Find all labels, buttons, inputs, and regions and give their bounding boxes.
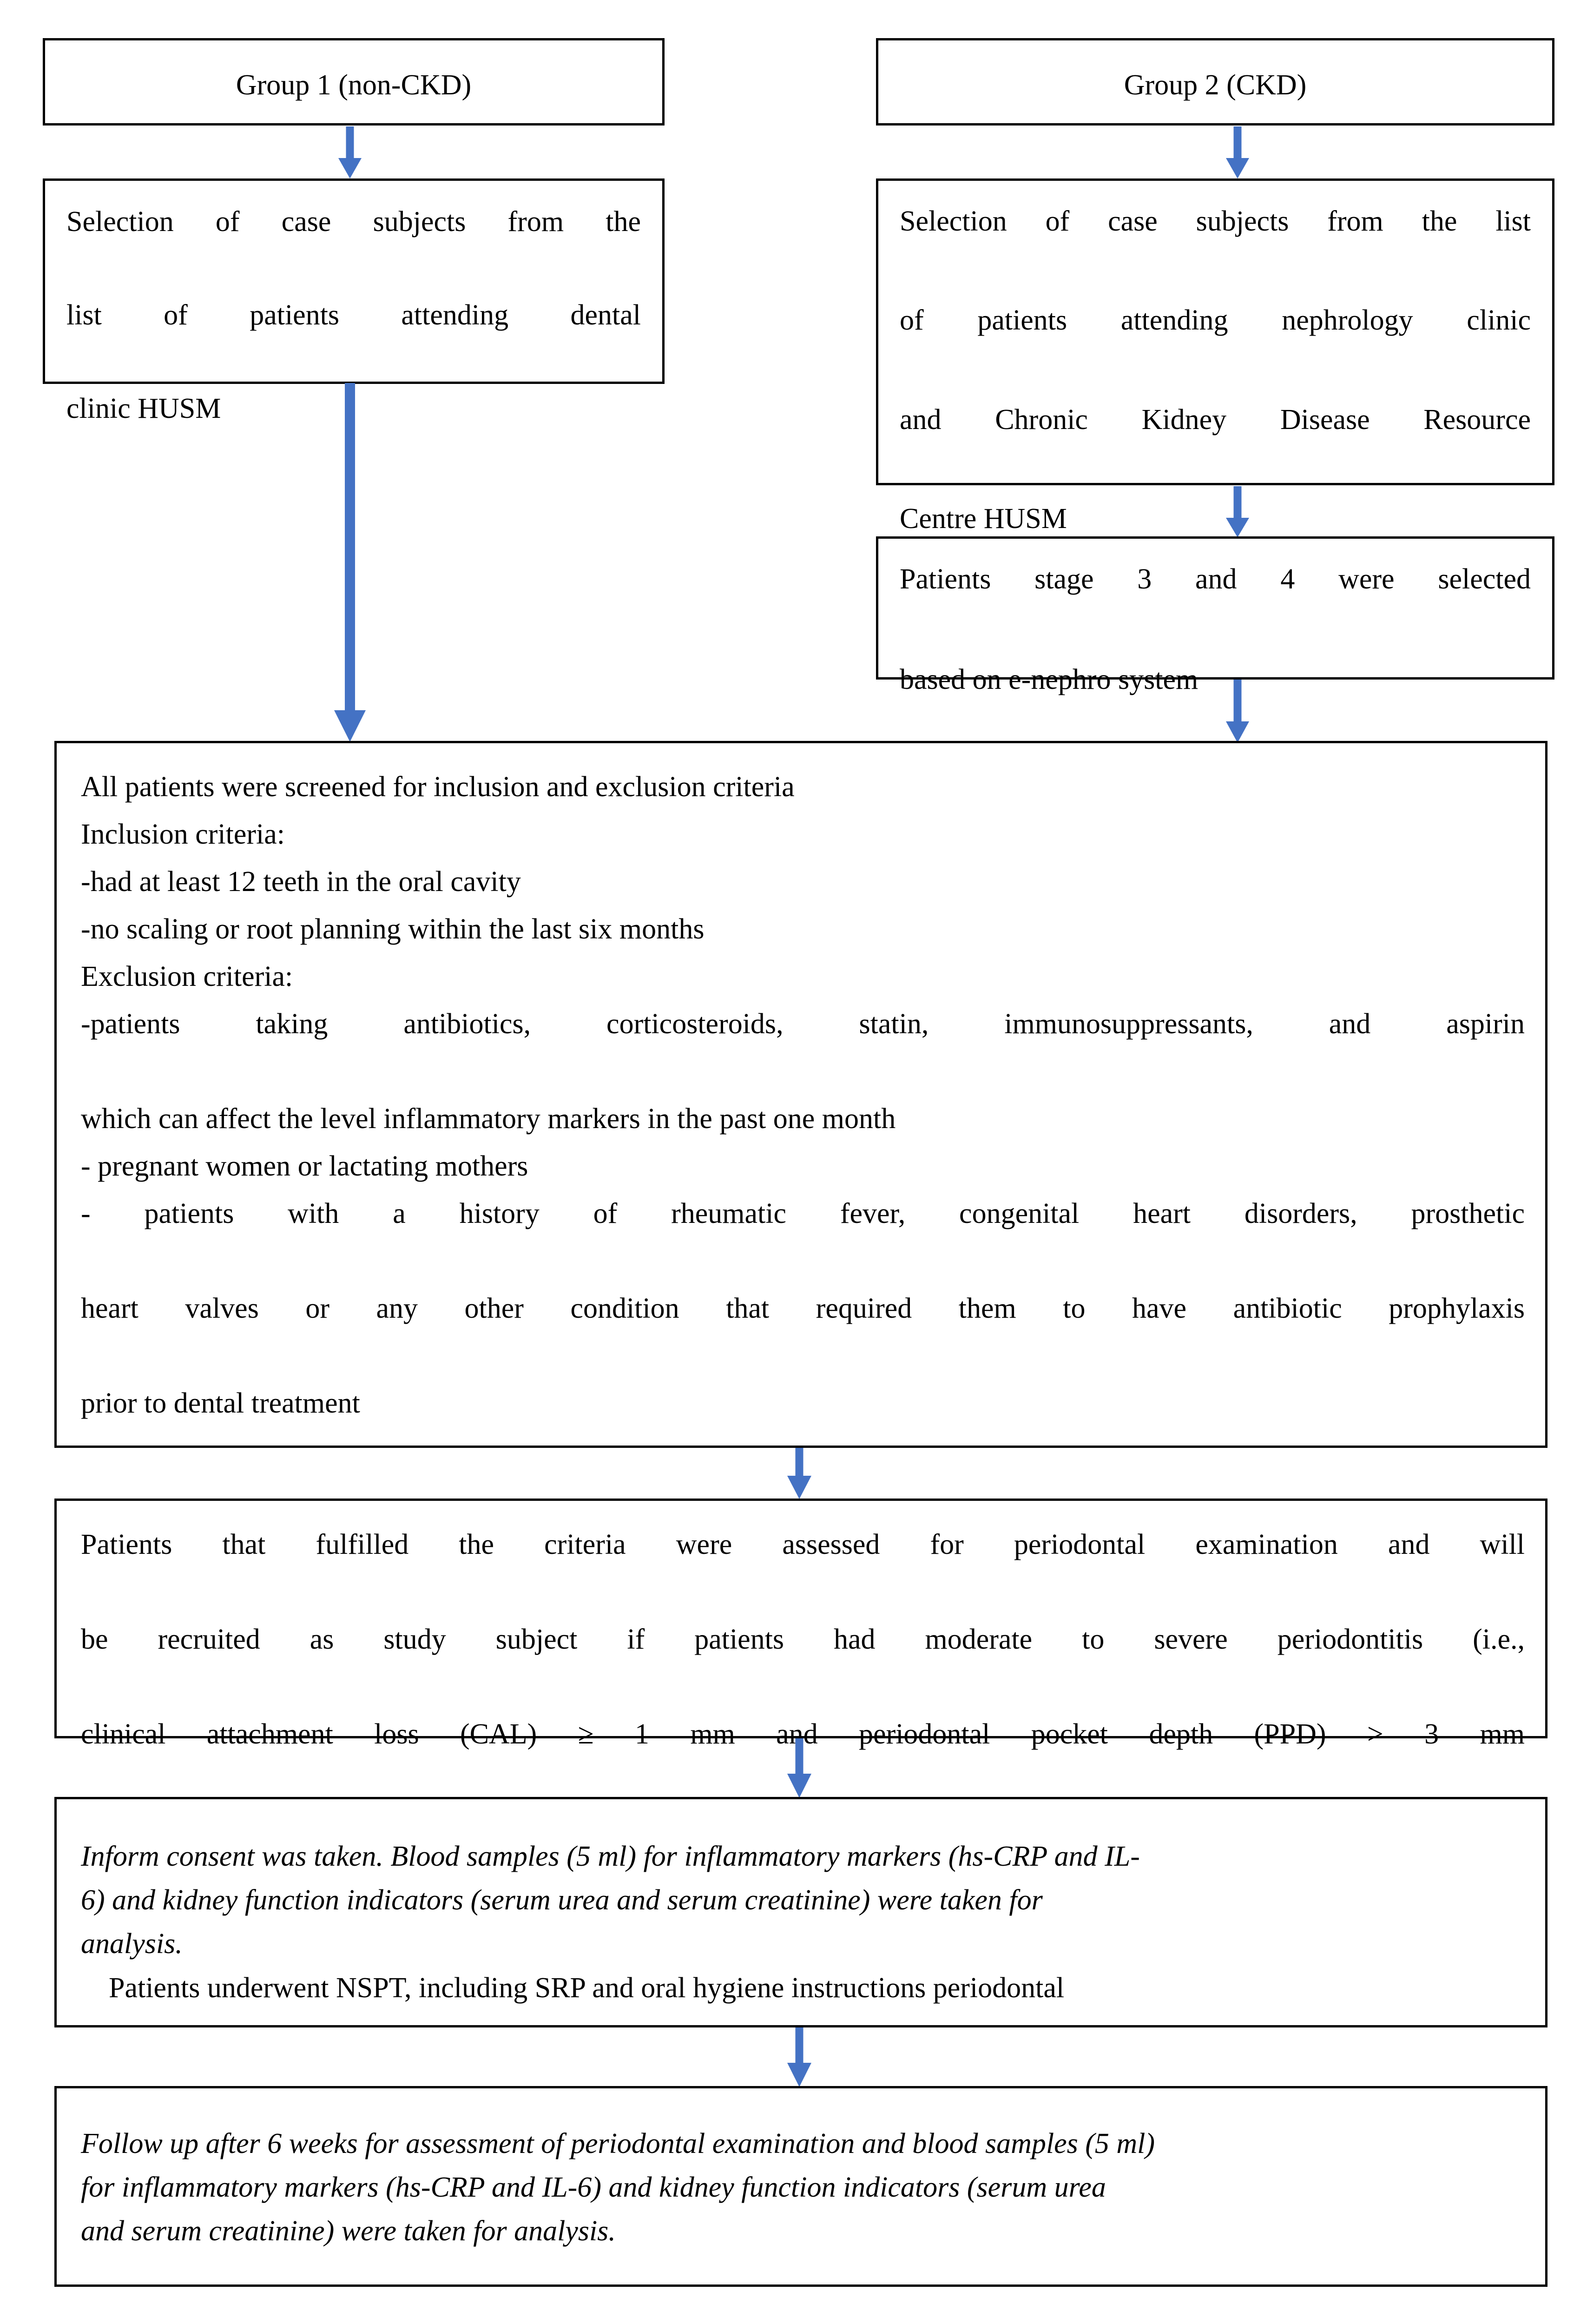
group2-selection-line-3: and Chronic Kidney Disease Resource <box>900 403 1531 436</box>
down-arrow-icon <box>1226 518 1249 537</box>
group1-selection-line-1: Selection of case subjects from the <box>66 206 641 238</box>
down-arrow-icon <box>787 1774 811 1798</box>
down-arrow-icon <box>334 710 366 742</box>
node-group1-selection: Selection of case subjects from the list… <box>43 178 665 424</box>
node-screening-criteria: All patients were screened for inclusion… <box>54 741 1547 1448</box>
node-recruitment: Patients that fulfilled the criteria wer… <box>54 1499 1547 1845</box>
arrow-shaft <box>1233 486 1242 520</box>
node-stage-selection: Patients stage 3 and 4 were selected bas… <box>876 536 1554 695</box>
arrow-shaft <box>795 1738 803 1774</box>
node-group2-selection: Selection of case subjects from the list… <box>876 178 1554 535</box>
screening-line-3: -had at least 12 teeth in the oral cavit… <box>81 865 521 898</box>
group1-selection-line-3: clinic HUSM <box>66 392 221 424</box>
screening-line-8b: heart valves or any other condition that… <box>81 1292 1525 1324</box>
followup-italic-line-3: and serum creatinine) were taken for ana… <box>81 2215 616 2247</box>
followup-italic-line-2: for inflammatory markers (hs-CRP and IL-… <box>81 2172 1106 2204</box>
down-arrow-icon <box>1226 721 1249 743</box>
baseline-italic-line-2: 6) and kidney function indicators (serum… <box>81 1884 1043 1916</box>
screening-line-2: Inclusion criteria: <box>81 818 285 850</box>
followup-italic-line-1: Follow up after 6 weeks for assessment o… <box>81 2128 1155 2159</box>
stage-selection-line-1: Patients stage 3 and 4 were selected <box>900 563 1531 595</box>
node-group2-header: Group 2 (CKD) <box>876 38 1554 125</box>
down-arrow-icon <box>338 158 362 178</box>
arrow-shaft <box>345 383 355 711</box>
screening-line-5: Exclusion criteria: <box>81 960 293 992</box>
arrow-shaft <box>795 1448 803 1477</box>
group2-selection-line-4: Centre HUSM <box>900 502 1067 535</box>
baseline-italic-line-1: Inform consent was taken. Blood samples … <box>81 1841 1140 1872</box>
baseline-nspt-line: Patients underwent NSPT, including SRP a… <box>109 1972 1065 2004</box>
connector-group1-selection-to-screening <box>331 383 369 742</box>
group2-selection-line-1: Selection of case subjects from the list <box>900 205 1531 237</box>
screening-line-8c: prior to dental treatment <box>81 1387 360 1419</box>
screening-line-6b: which can affect the level inflammatory … <box>81 1103 896 1135</box>
node-baseline-procedures: Inform consent was taken. Blood samples … <box>54 1797 1547 2027</box>
group1-header-label: Group 1 (non-CKD) <box>236 69 472 101</box>
connector-group1-header-to-selection <box>336 126 364 178</box>
connector-stage-to-screening <box>1224 680 1251 743</box>
down-arrow-icon <box>787 1476 811 1499</box>
baseline-italic-line-3: analysis. <box>81 1928 183 1960</box>
arrow-shaft <box>795 2027 803 2063</box>
screening-line-1: All patients were screened for inclusion… <box>81 771 795 803</box>
group2-selection-line-2: of patients attending nephrology clinic <box>900 304 1531 337</box>
recruitment-line-1: Patients that fulfilled the criteria wer… <box>81 1529 1525 1560</box>
connector-group2-selection-to-stage <box>1224 486 1251 537</box>
recruitment-line-2: be recruited as study subject if patient… <box>81 1623 1525 1655</box>
arrow-shaft <box>1233 680 1242 722</box>
screening-line-8a: - patients with a history of rheumatic f… <box>81 1197 1525 1229</box>
connector-screening-to-recruitment <box>785 1448 813 1499</box>
screening-line-7: - pregnant women or lactating mothers <box>81 1150 528 1182</box>
node-followup: Follow up after 6 weeks for assessment o… <box>54 2086 1547 2287</box>
screening-line-4: -no scaling or root planning within the … <box>81 913 705 945</box>
connector-recruitment-to-baseline <box>785 1738 813 1798</box>
down-arrow-icon <box>1226 158 1249 178</box>
connector-baseline-to-followup <box>785 2027 813 2087</box>
group2-header-label: Group 2 (CKD) <box>1124 69 1307 101</box>
screening-line-6a: -patients taking antibiotics, corticoste… <box>81 1008 1525 1040</box>
arrow-shaft <box>346 126 354 161</box>
connector-group2-header-to-selection <box>1224 126 1251 178</box>
arrow-shaft <box>1233 126 1242 161</box>
node-group1-header: Group 1 (non-CKD) <box>43 38 665 125</box>
group1-selection-line-2: list of patients attending dental <box>66 299 641 331</box>
stage-selection-line-2: based on e-nephro system <box>900 663 1198 695</box>
down-arrow-icon <box>787 2063 811 2087</box>
